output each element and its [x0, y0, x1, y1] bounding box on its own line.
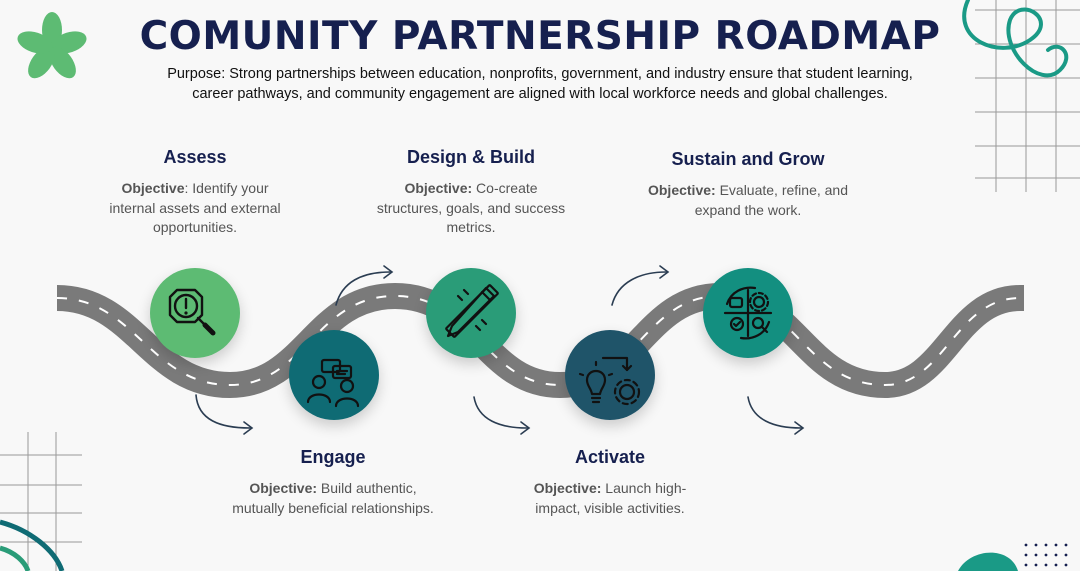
stage-objective-design-build: Objective: Co-create structures, goals, … [376, 179, 566, 238]
arrow-activate-to-sustain-icon [611, 271, 667, 306]
stage-title-design-build: Design & Build [406, 147, 535, 167]
cycle-quadrant-icon [723, 286, 773, 340]
objective-text: Evaluate, refine, and expand the work. [694, 182, 848, 218]
arrow-assess-to-engage-icon [195, 394, 251, 429]
objective-label: Objective: [647, 182, 716, 198]
grid-decoration-top-right [975, 0, 1080, 192]
pencil-ruler-icon [445, 284, 499, 338]
lightbulb-gear-icon [578, 356, 641, 406]
grid-decoration-bottom-left [0, 432, 82, 571]
people-chat-icon [306, 358, 360, 408]
stage-title-activate: Activate [574, 447, 646, 467]
arrow-design-to-activate-icon [473, 396, 528, 429]
stage-icon-circle-assess [150, 268, 240, 358]
arrow-sustain-out-icon [747, 396, 802, 429]
alert-magnifier-icon [168, 288, 216, 336]
purpose-statement: Purpose: Strong partnerships between edu… [167, 66, 913, 102]
stage-icon-circle-design-build [426, 268, 516, 358]
arc-decoration-bottom-left [0, 519, 65, 571]
stage-objective-engage: Objective: Build authentic, mutually ben… [223, 479, 443, 518]
arc-decoration-bottom-left-2 [0, 545, 31, 571]
stage-icon-circle-activate [565, 330, 655, 420]
arrow-engage-to-design-icon [335, 271, 391, 306]
winding-road [56, 282, 1024, 399]
objective-text: Build authentic, mutually beneficial rel… [232, 480, 434, 516]
arrow-engage-to-design-head-icon [383, 265, 394, 279]
arrow-assess-to-engage-head-icon [243, 421, 254, 435]
objective-text: Co-create structures, goals, and success… [376, 180, 566, 235]
objective-label: Objective: [533, 480, 602, 496]
arrow-sustain-out-head-icon [794, 421, 805, 435]
objective-label: Objective [121, 180, 185, 196]
stage-icon-circle-engage [289, 330, 379, 420]
objective-label: Objective: [404, 180, 473, 196]
stage-title-assess: Assess [163, 147, 227, 167]
swirl-decoration-icon [962, 0, 1069, 78]
asterisk-decoration-icon [17, 12, 87, 79]
dots-decoration-bottom-right [1024, 543, 1068, 567]
stage-title-sustain-grow: Sustain and Grow [671, 149, 825, 169]
arrow-design-to-activate-head-icon [520, 421, 531, 435]
stage-title-engage: Engage [300, 447, 366, 467]
stage-objective-assess: Objective: Identify your internal assets… [100, 179, 290, 238]
arrow-activate-to-sustain-head-icon [659, 265, 670, 279]
page-title: COMUNITY PARTNERSHIP ROADMAP [139, 14, 941, 59]
stage-objective-activate: Objective: Launch high-impact, visible a… [525, 479, 695, 518]
stage-objective-sustain-grow: Objective: Evaluate, refine, and expand … [643, 181, 853, 220]
blob-decoration-bottom-right [958, 552, 1018, 571]
connector-arrows [195, 265, 805, 435]
objective-text: : Identify your internal assets and exte… [109, 180, 281, 235]
objective-label: Objective: [249, 480, 318, 496]
stage-icon-circle-sustain-grow [703, 268, 793, 358]
objective-text: Launch high-impact, visible activities. [535, 480, 687, 516]
